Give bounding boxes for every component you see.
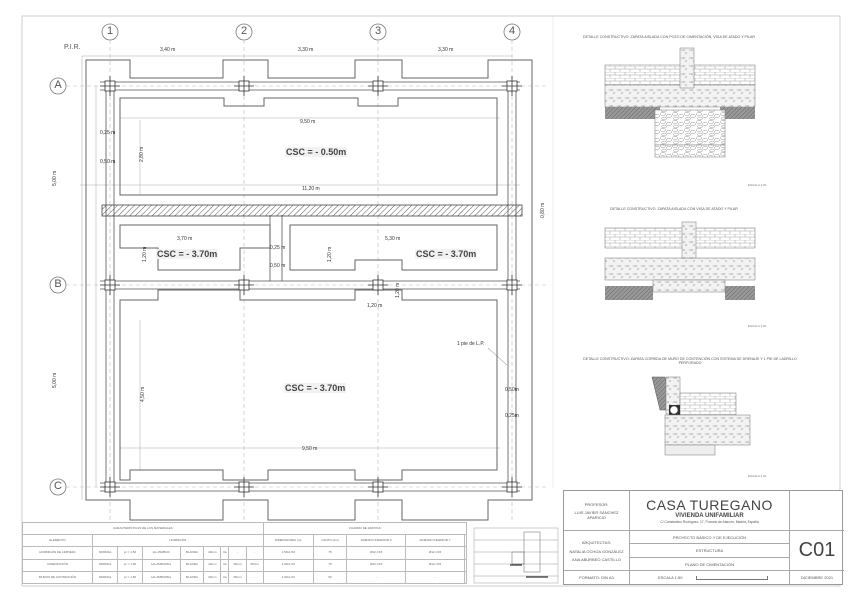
header-cell: ARMADO INFERIOR X — [346, 534, 407, 548]
dim-top-2: 3,30 m — [298, 47, 314, 53]
professor-name: LUIS JAVIER SÁNCHEZ APARICIO — [574, 509, 619, 520]
dim-050: 0,50 m — [100, 159, 116, 165]
dim-120-a: 1,20 m — [142, 246, 148, 262]
scale-label: ESCALA 1:50 — [658, 575, 683, 580]
dim-top-1: 3,40 m — [160, 47, 176, 53]
retaining-wall-hatch — [101, 204, 523, 217]
header-cell: DIMENSIONES (m) — [262, 534, 314, 548]
note-lp: 1 pie de L.P. — [457, 341, 485, 347]
dim-left-2: 5,00 m — [52, 372, 58, 388]
axis-label-3: 3 — [374, 25, 382, 37]
csc-label-mid-left: CSC = - 3.70m — [156, 249, 219, 259]
detail-3-drawing — [651, 376, 751, 456]
dim-120-c: 1,20 m — [367, 303, 383, 309]
architects-label: ARQUITECTAS: — [581, 539, 612, 545]
title-block: PROFESOR: LUIS JAVIER SÁNCHEZ APARICIO C… — [563, 490, 844, 585]
csc-label-top: CSC = - 0.50m — [285, 147, 348, 157]
csc-label-bottom: CSC = - 3.70m — [284, 383, 347, 393]
materials-table-title: CARACTERÍSTICAS DE LOS MATERIALES — [22, 521, 264, 536]
zapatas-table-title: CUADRO DE ZAPATAS — [262, 521, 468, 536]
dim-top-3: 3,30 m — [438, 47, 454, 53]
csc-label-mid-right: CSC = - 3.70m — [415, 249, 478, 259]
dim-080: 0,80 m — [540, 202, 546, 218]
dim-025m-right: 0,25m — [505, 413, 519, 419]
pillar-markers — [100, 76, 522, 497]
professor-label: PROFESOR: — [584, 501, 609, 507]
pir-label: P.I.R. — [64, 44, 81, 51]
detail-2-drawing — [604, 221, 756, 300]
graphic-scale-bar — [696, 575, 769, 580]
dim-530: 5,30 m — [385, 236, 401, 242]
project-type: VIVIENDA UNIFAMILIAR — [675, 513, 744, 519]
axis-label-b: B — [54, 278, 62, 290]
project-name: CASA TUREGANO — [646, 497, 773, 513]
detail-1-scale: ESCALA 1:20 — [748, 183, 767, 187]
dim-120-d: 1,20 m — [395, 282, 401, 298]
axis-label-2: 2 — [240, 25, 248, 37]
discipline-label: ESTRUCTURA — [695, 548, 724, 553]
dim-950-bottom: 9,50 m — [302, 446, 318, 452]
header-cell: ARMADO INFERIOR Y — [405, 534, 466, 548]
architect-1: NATALIA OCHOA GONZÁLEZ — [569, 548, 624, 554]
detail-3-scale: ESCALA 1:20 — [748, 474, 767, 478]
format-label: FORMATO: DIN A3 — [579, 575, 614, 580]
detail-1-drawing — [604, 47, 756, 158]
dim-050-mid: 0,50 m — [270, 263, 286, 269]
detail-2-scale: ESCALA 1:20 — [748, 324, 767, 328]
dim-120-b: 1,20 m — [327, 246, 333, 262]
header-cell: HORMIGÓN — [91, 534, 264, 548]
dim-280: 2,80 m — [139, 146, 145, 162]
dim-450: 4,50 m — [140, 386, 146, 402]
axis-label-a: A — [54, 79, 62, 91]
date-label: DICIEMBRE 2021 — [800, 575, 834, 580]
dim-370: 3,70 m — [177, 236, 193, 242]
detail-3-title: DETALLE CONSTRUCTIVO: ZAPATA CORRIDA DE … — [583, 357, 797, 365]
dim-025-mid: 0,25 m — [270, 245, 286, 251]
phase-label: PROYECTO BÁSICO Y DE EJECUCIÓN — [672, 534, 747, 540]
dim-950-top: 9,50 m — [300, 119, 316, 125]
dim-1120: 11,20 m — [302, 186, 320, 192]
axis-label-4: 4 — [508, 25, 516, 37]
sheet-code: C01 — [798, 539, 836, 561]
drawing-name: PLANO DE CIMENTACIÓN — [684, 561, 735, 567]
dim-050m-right: 0,50m — [505, 387, 519, 393]
detail-1-title: DETALLE CONSTRUCTIVO: ZAPATA AISLADA CON… — [583, 35, 755, 39]
header-cell: ELEMENTO — [22, 534, 93, 548]
table-row: CIMENTACIÓN NORMAL γc = 1,50 HA-25/B/20/… — [22, 558, 467, 572]
table-row: MUROS DE CONTENCIÓN NORMAL γc = 1,50 HA-… — [22, 570, 467, 585]
section-sketch — [473, 527, 559, 584]
project-address: C/ Constantino Rodríguez, 17, Pozuelo de… — [660, 520, 759, 524]
table-row: HORMIGÓN DE LIMPIEZA NORMAL γc = 1,50 HL… — [22, 546, 467, 560]
detail-2-title: DETALLE CONSTRUCTIVO: ZAPATA AISLADA CON… — [610, 207, 738, 211]
header-cell: CANTO (cm) — [312, 534, 348, 548]
axis-label-c: C — [54, 480, 62, 492]
dim-left-1: 5,00 m — [52, 170, 58, 186]
materials-table: CARACTERÍSTICAS DE LOS MATERIALES CUADRO… — [22, 521, 468, 585]
dim-025: 0,25 m — [100, 130, 116, 136]
architect-2: ANA ABURBEO CASTILLO — [572, 556, 621, 562]
axis-label-1: 1 — [106, 25, 114, 37]
